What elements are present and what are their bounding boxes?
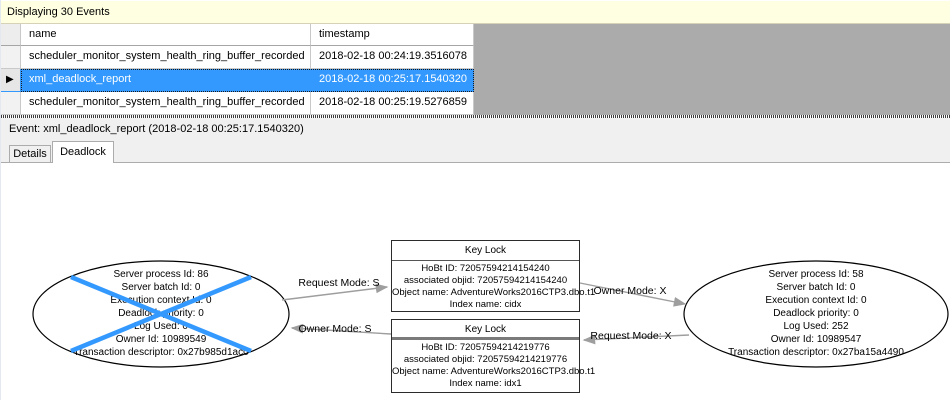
edge-label-request-mode-s: Request Mode: S xyxy=(298,277,380,289)
resource-node-key-lock-bottom[interactable]: Key Lock HoBt ID: 72057594214219776 asso… xyxy=(391,319,596,393)
event-name-cell[interactable]: xml_deadlock_report xyxy=(21,69,311,92)
resource-node-key-lock-top[interactable]: Key Lock HoBt ID: 72057594214154240 asso… xyxy=(391,240,596,312)
process-node-text: Server process Id: 58 Server batch Id: 0… xyxy=(696,268,936,359)
process-line: Server batch Id: 0 xyxy=(776,282,856,293)
process-line: Owner Id: 10989549 xyxy=(115,334,207,345)
event-name-cell[interactable]: scheduler_monitor_system_health_ring_buf… xyxy=(21,46,311,69)
edge-label-owner-mode-x: Owner Mode: X xyxy=(593,285,667,297)
resource-line: HoBt ID: 72057594214219776 xyxy=(421,342,550,353)
resource-line: Object name: AdventureWorks2016CTP3.dbo.… xyxy=(392,287,596,298)
process-line: Execution context Id: 0 xyxy=(110,295,212,306)
resource-title: Key Lock xyxy=(392,241,579,261)
resource-title: Key Lock xyxy=(392,320,579,340)
tab-strip: Details Deadlock xyxy=(1,140,950,163)
table-row[interactable]: scheduler_monitor_system_health_ring_buf… xyxy=(1,46,474,69)
resource-line: associated objid: 72057594214219776 xyxy=(403,354,568,365)
column-header-name[interactable]: name xyxy=(21,24,311,46)
tab-deadlock[interactable]: Deadlock xyxy=(52,141,114,163)
resource-body: HoBt ID: 72057594214219776 associated ob… xyxy=(392,340,596,390)
event-timestamp-cell[interactable]: 2018-02-18 00:25:17.1540320 xyxy=(311,69,474,92)
table-row[interactable]: scheduler_monitor_system_health_ring_buf… xyxy=(1,92,474,115)
process-line: Transaction descriptor: 0x27b985d1ac0 xyxy=(73,347,249,358)
process-line: Execution context Id: 0 xyxy=(765,295,867,306)
events-table: name timestamp scheduler_monitor_system_… xyxy=(1,24,474,115)
edge-request-x-arrow xyxy=(582,334,690,345)
row-cells: scheduler_monitor_system_health_ring_buf… xyxy=(21,92,474,115)
resource-line: Index name: cidx xyxy=(449,299,522,310)
row-cells: xml_deadlock_report 2018-02-18 00:25:17.… xyxy=(21,69,474,92)
process-line: Log Used: 0 xyxy=(134,321,188,332)
process-line: Transaction descriptor: 0x27ba15a4490 xyxy=(728,347,904,358)
edge-owner-x-arrow xyxy=(579,282,687,307)
deadlock-graph-panel: Server process Id: 86 Server batch Id: 0… xyxy=(1,162,950,400)
resource-line: Object name: AdventureWorks2016CTP3.dbo.… xyxy=(392,366,596,377)
row-selector-cell[interactable] xyxy=(1,92,21,115)
tab-details[interactable]: Details xyxy=(9,145,51,162)
process-node-ellipse[interactable] xyxy=(683,260,949,368)
edge-label-owner-mode-s: Owner Mode: S xyxy=(298,323,372,335)
pane-splitter[interactable] xyxy=(1,115,950,118)
table-row-selected[interactable]: ▶ xml_deadlock_report 2018-02-18 00:25:1… xyxy=(1,69,474,92)
table-header-row: name timestamp xyxy=(1,24,474,46)
edge-label-request-mode-x: Request Mode: X xyxy=(590,330,672,342)
row-cells: scheduler_monitor_system_health_ring_buf… xyxy=(21,46,474,69)
row-selector-cell[interactable] xyxy=(1,46,21,69)
events-grid: name timestamp scheduler_monitor_system_… xyxy=(1,24,950,115)
process-line: Server process Id: 86 xyxy=(113,269,209,280)
process-line: Server batch Id: 0 xyxy=(121,282,201,293)
event-timestamp-cell[interactable]: 2018-02-18 00:25:19.5276859 xyxy=(311,92,474,115)
resource-line: Index name: idx1 xyxy=(449,378,522,389)
process-line: Owner Id: 10989547 xyxy=(770,334,862,345)
edge-request-s-arrow xyxy=(281,283,389,301)
row-selector-cell[interactable]: ▶ xyxy=(1,69,21,92)
event-name-cell[interactable]: scheduler_monitor_system_health_ring_buf… xyxy=(21,92,311,115)
selected-event-label: Event: xml_deadlock_report (2018-02-18 0… xyxy=(1,118,950,140)
selected-row-arrow-icon: ▶ xyxy=(6,74,14,85)
events-count-bar: Displaying 30 Events xyxy=(1,0,950,24)
resource-line: associated objid: 72057594214154240 xyxy=(403,275,568,286)
row-selector-header-cell xyxy=(1,24,21,46)
resource-body: HoBt ID: 72057594214154240 associated ob… xyxy=(392,261,596,311)
process-line: Deadlock priority: 0 xyxy=(773,308,859,319)
process-line: Deadlock priority: 0 xyxy=(118,308,204,319)
edge-owner-s-arrow xyxy=(290,323,392,335)
process-line: Server process Id: 58 xyxy=(768,269,864,280)
process-node-victim-text: Server process Id: 86 Server batch Id: 0… xyxy=(41,268,281,359)
resource-line: HoBt ID: 72057594214154240 xyxy=(421,263,550,274)
column-header-timestamp[interactable]: timestamp xyxy=(311,24,474,46)
event-timestamp-cell[interactable]: 2018-02-18 00:24:19.3516078 xyxy=(311,46,474,69)
process-line: Log Used: 252 xyxy=(783,321,849,332)
